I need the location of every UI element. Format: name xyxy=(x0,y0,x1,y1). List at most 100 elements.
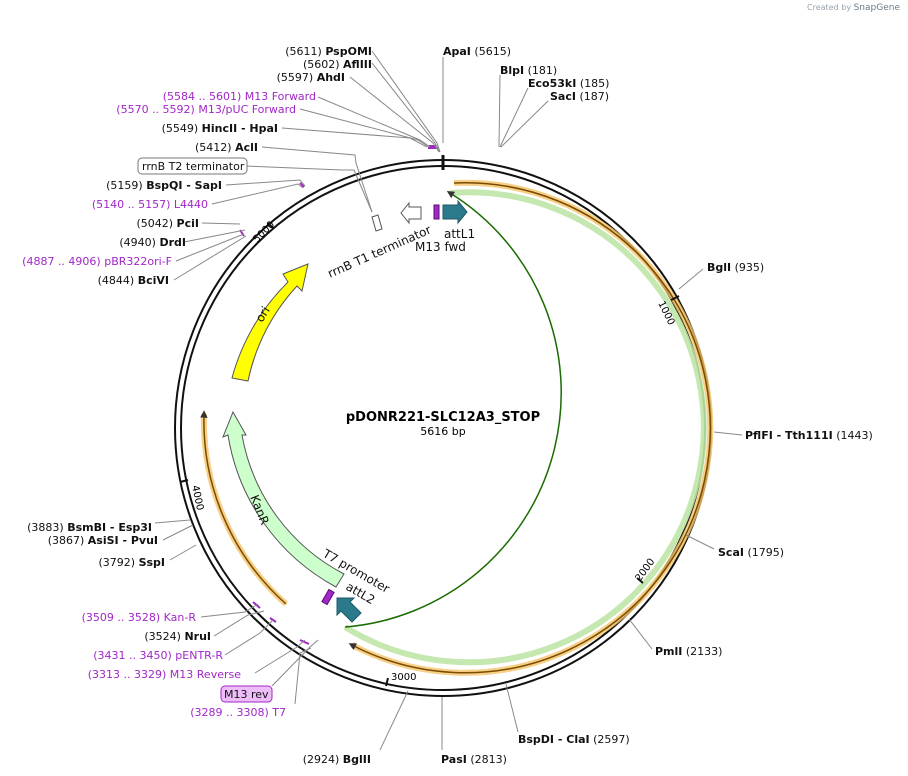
site-label-bspdi[interactable]: BspDI - ClaI (2597) xyxy=(518,733,630,746)
site-position-ahdi: (5597) xyxy=(277,71,314,84)
site-name-m13fwd: M13 Forward xyxy=(245,90,316,103)
site-label-acli[interactable]: (5412) AclI xyxy=(195,141,258,154)
site-name-pmli: PmlI xyxy=(655,645,682,658)
site-name-l4440: L4440 xyxy=(174,198,208,211)
site-label-kanr[interactable]: (3509 .. 3528) Kan-R xyxy=(82,611,197,624)
site-label-bgli[interactable]: BglI (935) xyxy=(707,261,764,274)
site-name-blpi: BlpI xyxy=(500,64,524,77)
site-name-saci: SacI xyxy=(550,90,576,103)
site-name-bgli: BglI xyxy=(707,261,731,274)
site-label-asisi[interactable]: (3867) AsiSI - PvuI xyxy=(48,534,158,547)
site-name-m13rev: M13 Reverse xyxy=(170,668,241,681)
site-label-pspomi[interactable]: (5611) PspOMI xyxy=(285,45,372,58)
site-name-bglii: BglII xyxy=(343,753,371,766)
site-name-hincii: HincII - HpaI xyxy=(202,122,278,135)
site-label-nrui[interactable]: (3524) NruI xyxy=(144,630,211,643)
site-position-bglii: (2924) xyxy=(303,753,340,766)
site-position-pspomi: (5611) xyxy=(285,45,322,58)
site-label-ahdi[interactable]: (5597) AhdI xyxy=(277,71,345,84)
site-name-bspqi: BspQI - SapI xyxy=(146,179,222,192)
t7-promoter-mark[interactable] xyxy=(321,588,335,606)
site-label-m13rev[interactable]: (3313 .. 3329) M13 Reverse xyxy=(88,668,241,681)
site-label-drdi[interactable]: (4940) DrdI xyxy=(119,236,186,249)
site-name-t7: T7 xyxy=(271,706,286,719)
site-label-pflfi[interactable]: PflFI - Tth111I (1443) xyxy=(745,429,873,442)
rrnb-t2-feature-mark[interactable] xyxy=(371,214,383,232)
site-name-kanr: Kan-R xyxy=(164,611,197,624)
site-name-pflfi: PflFI - Tth111I xyxy=(745,429,833,442)
site-label-sspi[interactable]: (3792) SspI xyxy=(98,556,165,569)
site-label-pentr[interactable]: (3431 .. 3450) pENTR-R xyxy=(93,649,223,662)
attl2-feature-arrow[interactable] xyxy=(336,597,362,623)
site-name-pasi: PasI xyxy=(441,753,467,766)
site-position-bgli: (935) xyxy=(735,261,765,274)
site-label-pmli[interactable]: PmlI (2133) xyxy=(655,645,722,658)
kanr-feature-arrow[interactable] xyxy=(222,410,345,588)
site-label-pcii[interactable]: (5042) PciI xyxy=(136,217,199,230)
site-position-asisi: (3867) xyxy=(48,534,85,547)
site-name-drdi: DrdI xyxy=(159,236,186,249)
site-labels: (5611) PspOMI(5602) AflIII(5597) AhdI(55… xyxy=(22,45,873,766)
site-position-pflfi: (1443) xyxy=(836,429,873,442)
plasmid-name: pDONR221-SLC12A3_STOP xyxy=(346,410,540,425)
site-label-bcivi[interactable]: (4844) BciVI xyxy=(98,274,169,287)
site-label-m13fwd[interactable]: (5584 .. 5601) M13 Forward xyxy=(163,90,316,103)
site-name-sspi: SspI xyxy=(139,556,165,569)
plasmid-length: 5616 bp xyxy=(420,425,465,438)
orf-outer-orange xyxy=(348,181,711,674)
site-position-pcii: (5042) xyxy=(136,217,173,230)
site-name-asisi: AsiSI - PvuI xyxy=(88,534,158,547)
tick-5000: 5000 xyxy=(251,219,277,245)
site-position-bsmbi: (3883) xyxy=(27,521,64,534)
site-label-m13puc[interactable]: (5570 .. 5592) M13/pUC Forward xyxy=(116,103,296,116)
site-name-bcivi: BciVI xyxy=(138,274,169,287)
site-position-drdi: (4940) xyxy=(119,236,156,249)
site-label-hincii[interactable]: (5549) HincII - HpaI xyxy=(162,122,278,135)
site-position-afliii: (5602) xyxy=(303,58,340,71)
rrnb-t1-feature-arrow[interactable] xyxy=(400,201,422,225)
site-name-pspomi: PspOMI xyxy=(325,45,372,58)
site-position-saci: (187) xyxy=(579,90,609,103)
site-label-bsmbi[interactable]: (3883) BsmBI - Esp3I xyxy=(27,521,152,534)
site-label-pbr322[interactable]: (4887 .. 4906) pBR322ori-F xyxy=(22,255,172,268)
site-name-acli: AclI xyxy=(235,141,258,154)
site-name-m13puc: M13/pUC Forward xyxy=(198,103,296,116)
orf-inner-green-halo xyxy=(343,189,707,666)
site-position-pentr: (3431 .. 3450) xyxy=(93,649,172,662)
site-position-pmli: (2133) xyxy=(686,645,723,658)
site-label-afliii[interactable]: (5602) AflIII xyxy=(303,58,372,71)
site-label-scai[interactable]: ScaI (1795) xyxy=(718,546,784,559)
site-position-blpi: (181) xyxy=(528,64,558,77)
site-label-bglii[interactable]: (2924) BglII xyxy=(303,753,371,766)
attl1-feature-arrow[interactable] xyxy=(442,199,468,225)
site-label-t7[interactable]: (3289 .. 3308) T7 xyxy=(190,706,286,719)
m13-fwd-primer-mark[interactable] xyxy=(433,204,440,220)
site-label-l4440[interactable]: (5140 .. 5157) L4440 xyxy=(92,198,208,211)
site-position-m13fwd: (5584 .. 5601) xyxy=(163,90,242,103)
attl1-label: attL1 xyxy=(444,227,475,241)
site-label-saci[interactable]: SacI (187) xyxy=(550,90,609,103)
site-label-pasi[interactable]: PasI (2813) xyxy=(441,753,507,766)
site-name-afliii: AflIII xyxy=(343,58,372,71)
kanr-feature-label: KanR xyxy=(247,493,272,527)
m13-fwd-label: M13 fwd xyxy=(415,240,466,254)
site-label-blpi[interactable]: BlpI (181) xyxy=(500,64,557,77)
site-position-kanr: (3509 .. 3528) xyxy=(82,611,161,624)
rrnb-t2-box[interactable] xyxy=(137,157,248,175)
ori-feature-arrow[interactable] xyxy=(231,263,309,382)
tick-marks xyxy=(179,222,680,687)
site-name-nrui: NruI xyxy=(184,630,211,643)
site-label-eco53ki[interactable]: Eco53kI (185) xyxy=(528,77,609,90)
site-label-bspqi[interactable]: (5159) BspQI - SapI xyxy=(106,179,222,192)
m13-rev-box-label: M13 rev xyxy=(224,688,269,701)
site-position-pbr322: (4887 .. 4906) xyxy=(22,255,101,268)
site-name-bspdi: BspDI - ClaI xyxy=(518,733,590,746)
site-position-m13rev: (3313 .. 3329) xyxy=(88,668,167,681)
site-name-eco53ki: Eco53kI xyxy=(528,77,576,90)
site-name-ahdi: AhdI xyxy=(317,71,345,84)
site-position-hincii: (5549) xyxy=(162,122,199,135)
site-label-apai[interactable]: ApaI (5615) xyxy=(443,45,511,58)
orf-inner-green xyxy=(344,191,562,628)
m13-rev-box[interactable] xyxy=(220,685,273,703)
